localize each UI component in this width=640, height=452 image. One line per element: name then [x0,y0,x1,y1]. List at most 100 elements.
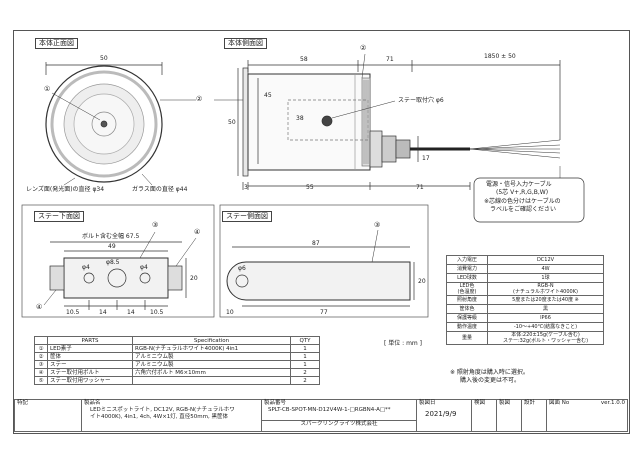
cable-note-1: 電源・信号入力ケーブル [486,181,552,188]
spec-value: 黒 [487,304,604,314]
cable-note-4: ラベルをご確認ください [490,206,557,213]
spec-label: 筐体色 [446,304,488,314]
side-dim-45: 45 [264,92,272,99]
spec-row: 動作温度-10〜+40℃(結露なきこと) [446,322,604,332]
parts-name: ステー取付用ワッシャー [47,376,133,385]
spec-label: LED球数 [446,273,488,283]
product-name-label: 製品名 [84,400,101,406]
spec-note-2: 購入後の変更は不可。 [460,377,521,384]
spec-value: 5度または20度または40度 ※ [487,295,604,305]
spec-value: RGB-N (ナチュラルホワイト4000K) [487,282,604,296]
spec-label: 入力電圧 [446,255,488,265]
product-name-cell: 製品名 LEDミニスポットライト, DC12V, RGB-N(ナチュラルホワ イ… [81,399,262,432]
cable-note-2: (5芯 V+,R,G,B,W) [496,189,549,196]
parts-name: 筐体 [47,352,133,361]
title-block: 特記 製品名 LEDミニスポットライト, DC12V, RGB-N(ナチュラルホ… [14,399,628,433]
date-label: 製図日 [419,400,436,406]
parts-index: ② [34,352,48,361]
parts-name: ステー取付用ボルト [47,368,133,377]
product-code-label: 製品番号 [264,400,287,406]
remarks-label: 特記 [17,400,29,406]
side-dim-50: 50 [228,119,236,126]
stay-hole-left: φ4 [82,264,90,271]
approve-2-cell: 製図 [496,399,522,432]
spec-value: 4W [487,264,604,274]
approve-1-cell: 検図 [471,399,497,432]
spec-value: IP66 [487,313,604,323]
side-dim-3: 3 [244,184,248,191]
product-name-1: LEDミニスポットライト, DC12V, RGB-N(ナチュラルホワ [90,407,235,413]
parts-spec: アルミニウム製 [132,352,291,361]
spec-label: 保護等級 [446,313,488,323]
spec-label: 照射角度 [446,295,488,305]
date-value: 2021/9/9 [425,410,457,418]
stay-dim-10-5-right: 10.5 [150,309,164,316]
product-name-2: イト4000K), 4in1, 4ch, 4W×1灯, 直径50mm, 黒筐体 [90,414,229,420]
side-callout-2: ② [360,44,367,52]
side-dim-71-bottom: 71 [416,184,424,191]
front-note-lens: レンズ面(発光面)の直径 φ34 [26,186,105,193]
spec-value: -10〜+40℃(結露なきこと) [487,322,604,332]
led-center [100,120,108,128]
company-name: スパークリングライツ株式会社 [300,420,378,427]
spec-label: 消費電力 [446,264,488,274]
stay-bolt-total: ボルト含む全幅 67.5 [82,233,140,240]
outer-bezel-circle [45,65,163,183]
parts-index: ④ [34,368,48,377]
company-cell: スパークリングライツ株式会社 [261,419,417,433]
front-dim-width: 50 [100,55,108,62]
side-dim-1850: 1850 ± 50 [484,53,516,60]
spec-value: 本体:220±15g(ケーブル含む) ステー:32g(ボルト・ワッシャー含む) [487,331,604,345]
side-dim-71-top: 71 [386,56,394,63]
parts-header-qty: QTY [290,336,320,345]
drawing-no-label: 図面 No [549,400,570,406]
parts-index: ③ [34,360,48,369]
stay-side-hole: φ6 [238,265,246,272]
drawing-no-cell: 図面 No ver.1.0.0 [546,399,628,432]
spec-row: LED色 (色温度)RGB-N (ナチュラルホワイト4000K) [446,282,604,296]
parts-name: ステー [47,360,133,369]
parts-spec: アルミニウム製 [132,360,291,369]
side-note-stay-hole: ステー取付穴 φ6 [398,97,444,104]
stay-dim-14-b: 14 [127,309,135,316]
product-code-cell: 製品番号 SPLT-CB-SPOT-MN-D12V4W-1-□RGBN4-A□*… [261,399,417,421]
parts-qty: 1 [290,360,320,369]
spec-label: LED色 (色温度) [446,282,488,296]
stay-dim-10-5-left: 10.5 [66,309,80,316]
remarks-cell: 特記 [14,399,82,432]
spec-label: 重量 [446,331,488,345]
parts-header-spec: Specification [132,336,291,345]
glass-ring [50,70,158,178]
side-dim-55: 55 [306,184,314,191]
parts-qty: 2 [290,376,320,385]
stay-bottom-callout-4b: ④ [36,303,43,311]
stay-side-dim-20: 20 [418,278,426,285]
parts-qty: 2 [290,368,320,377]
parts-spec: 六角穴付ボルト M6×10mm [132,368,291,377]
stay-side-dim-10: 10 [226,309,234,316]
parts-index: ⑤ [34,376,48,385]
version: ver.1.0.0 [600,400,625,406]
front-note-glass: ガラス面の直径 φ44 [132,186,188,193]
stay-hole-center: φ8.5 [106,259,120,266]
cable-note-3: ※芯線の色分けはケーブルの [484,198,561,205]
parts-spec: RGB-N(ナチュラルホワイト4000K) 4in1 [132,344,291,353]
side-dim-38: 38 [296,115,304,122]
spec-value: DC12V [487,255,604,265]
approve-2: 製図 [499,400,511,406]
stay-bottom-callout-4a: ④ [194,228,201,236]
parts-qty: 1 [290,344,320,353]
stay-side-callout-3: ③ [374,221,381,229]
side-dim-17: 17 [422,155,430,162]
parts-spec [132,376,291,385]
stay-hole-right: φ4 [140,264,148,271]
date-cell: 製図日 2021/9/9 [416,399,472,432]
stay-dim-49: 49 [108,243,116,250]
stay-side-title: ステー側面図 [222,211,272,222]
stay-dim-14-a: 14 [99,309,107,316]
